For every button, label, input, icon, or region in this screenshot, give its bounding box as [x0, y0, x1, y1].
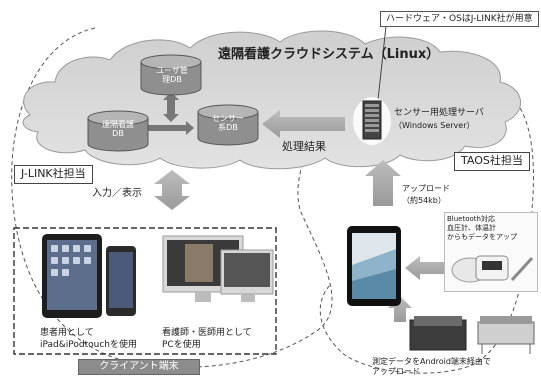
bluetooth-arrow — [405, 256, 446, 280]
measurement-upload-note: 測定データをAndroid端末経由でアップロード — [372, 357, 491, 376]
cloud-title: 遠隔看護クラウドシステム（Linux） — [218, 47, 440, 62]
patient-device-caption-line2: iPad&iPodtouchを使用 — [40, 340, 137, 350]
user-db-label: ユーザ管理DB — [156, 66, 188, 85]
staff-device-caption-line1: 看護師・医師用として — [162, 328, 252, 338]
result-arrow — [262, 110, 345, 138]
ipad-image — [42, 234, 136, 318]
bluetooth-caption: Bluetooth対応血圧計、体温計からもデータをアップ — [447, 215, 517, 241]
db-vertical-arrow — [163, 92, 179, 122]
patient-device-caption-line1: 患者用として — [40, 328, 94, 338]
pc-monitors-image — [162, 235, 274, 302]
nursing-db-icon — [87, 110, 149, 152]
input-display-arrow — [154, 170, 190, 210]
upload-size-label: （約54kb） — [402, 196, 446, 205]
client-terminal-label: クライアント端末 — [78, 359, 200, 375]
upload-arrow — [365, 160, 401, 206]
sensor-beds-image — [409, 316, 535, 354]
bp-monitor-and-thermometer-image — [451, 255, 534, 283]
taos-owner-label: TAOS社担当 — [454, 152, 530, 171]
android-tablet-image — [347, 226, 401, 306]
client-region-box — [13, 227, 277, 355]
hardware-callout: ハードウェア・OSはJ-LINK社が用意 — [380, 11, 539, 28]
sensor-db-icon — [197, 104, 259, 146]
server-icon — [353, 97, 391, 145]
result-label: 処理結果 — [282, 140, 326, 153]
upload-label: アップロード — [402, 184, 450, 193]
staff-device-caption-line2: PCを使用 — [162, 340, 201, 350]
jlink-owner-label: J-LINK社担当 — [14, 165, 93, 184]
sensor-db-label: センサー系DB — [212, 114, 244, 133]
db-horizontal-arrow — [140, 121, 194, 135]
server-sublabel: （Windows Server） — [394, 121, 475, 130]
input-display-label: 入力／表示 — [92, 188, 142, 199]
server-label: センサー用処理サーバ — [394, 108, 484, 118]
user-db-icon — [140, 54, 202, 96]
callout-pointer — [377, 25, 387, 101]
